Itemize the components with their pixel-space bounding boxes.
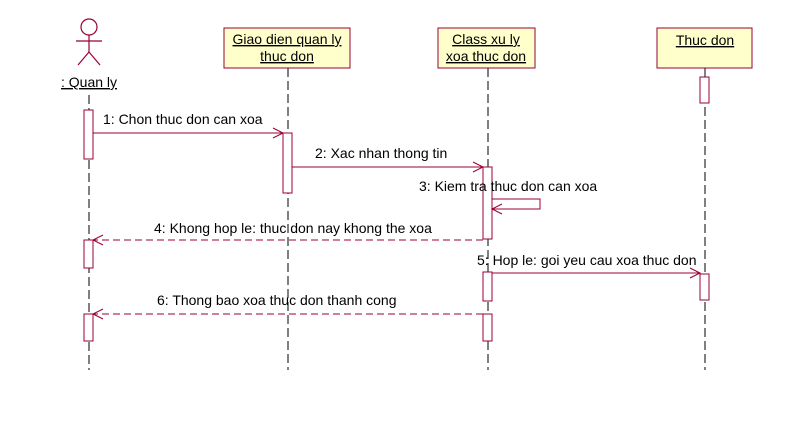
message-6: 6: Thong bao xoa thuc don thanh cong [91,292,483,320]
object-box [223,27,351,69]
activation-quan-ly-1 [83,109,94,160]
message-label: 6: Thong bao xoa thuc don thanh cong [157,292,397,308]
object-box [656,27,753,69]
message-label: 3: Kiem tra thuc don can xoa [419,178,597,194]
activation-class-xu-ly-2 [482,271,493,302]
object-name-line1: Giao dien quan ly [233,31,342,47]
message-3: 3: Kiem tra thuc don can xoa [419,178,597,215]
message-label: 1: Chon thuc don can xoa [103,111,263,127]
object-giao-dien-quan-ly: Giao dien quan ly thuc don [223,27,351,69]
message-1: 1: Chon thuc don can xoa [93,111,285,139]
object-name-line1: Class xu ly [452,31,520,47]
object-thuc-don: Thuc don [656,27,753,69]
activation-quan-ly-2 [83,239,94,269]
object-name-line1: Thuc don [676,32,734,48]
activation-thuc-don-1 [699,76,710,104]
object-box [437,27,536,69]
message-label: 4: Khong hop le: thuc don nay khong the … [154,220,432,236]
activation-giao-dien-1 [282,132,293,194]
object-class-xu-ly: Class xu ly xoa thuc don [437,27,536,69]
message-label: 2: Xac nhan thong tin [315,145,447,161]
actor-right-leg [88,51,101,66]
message-line [492,198,541,210]
arrowhead-icon [91,234,104,246]
actor-left-leg [77,51,90,66]
object-name-line2: thuc don [260,48,314,64]
message-4: 4: Khong hop le: thuc don nay khong the … [91,220,483,246]
arrowhead-icon [472,161,485,173]
arrowhead-icon [490,203,503,215]
arrowhead-icon [91,308,104,320]
message-2: 2: Xac nhan thong tin [292,145,485,173]
actor-name: : Quan ly [61,74,117,90]
arrowhead-icon [272,127,285,139]
actor-quan-ly: : Quan ly [61,18,117,90]
message-label: 5: Hop le: goi yeu cau xoa thuc don [477,252,696,268]
activation-quan-ly-3 [83,313,94,342]
activation-thuc-don-2 [699,273,710,301]
object-name-line2: xoa thuc don [446,48,526,64]
arrowhead-icon [689,267,702,279]
message-5: 5: Hop le: goi yeu cau xoa thuc don [477,252,702,279]
activation-class-xu-ly-1 [482,166,493,240]
actor-head [80,18,98,36]
activation-class-xu-ly-3 [482,313,493,342]
